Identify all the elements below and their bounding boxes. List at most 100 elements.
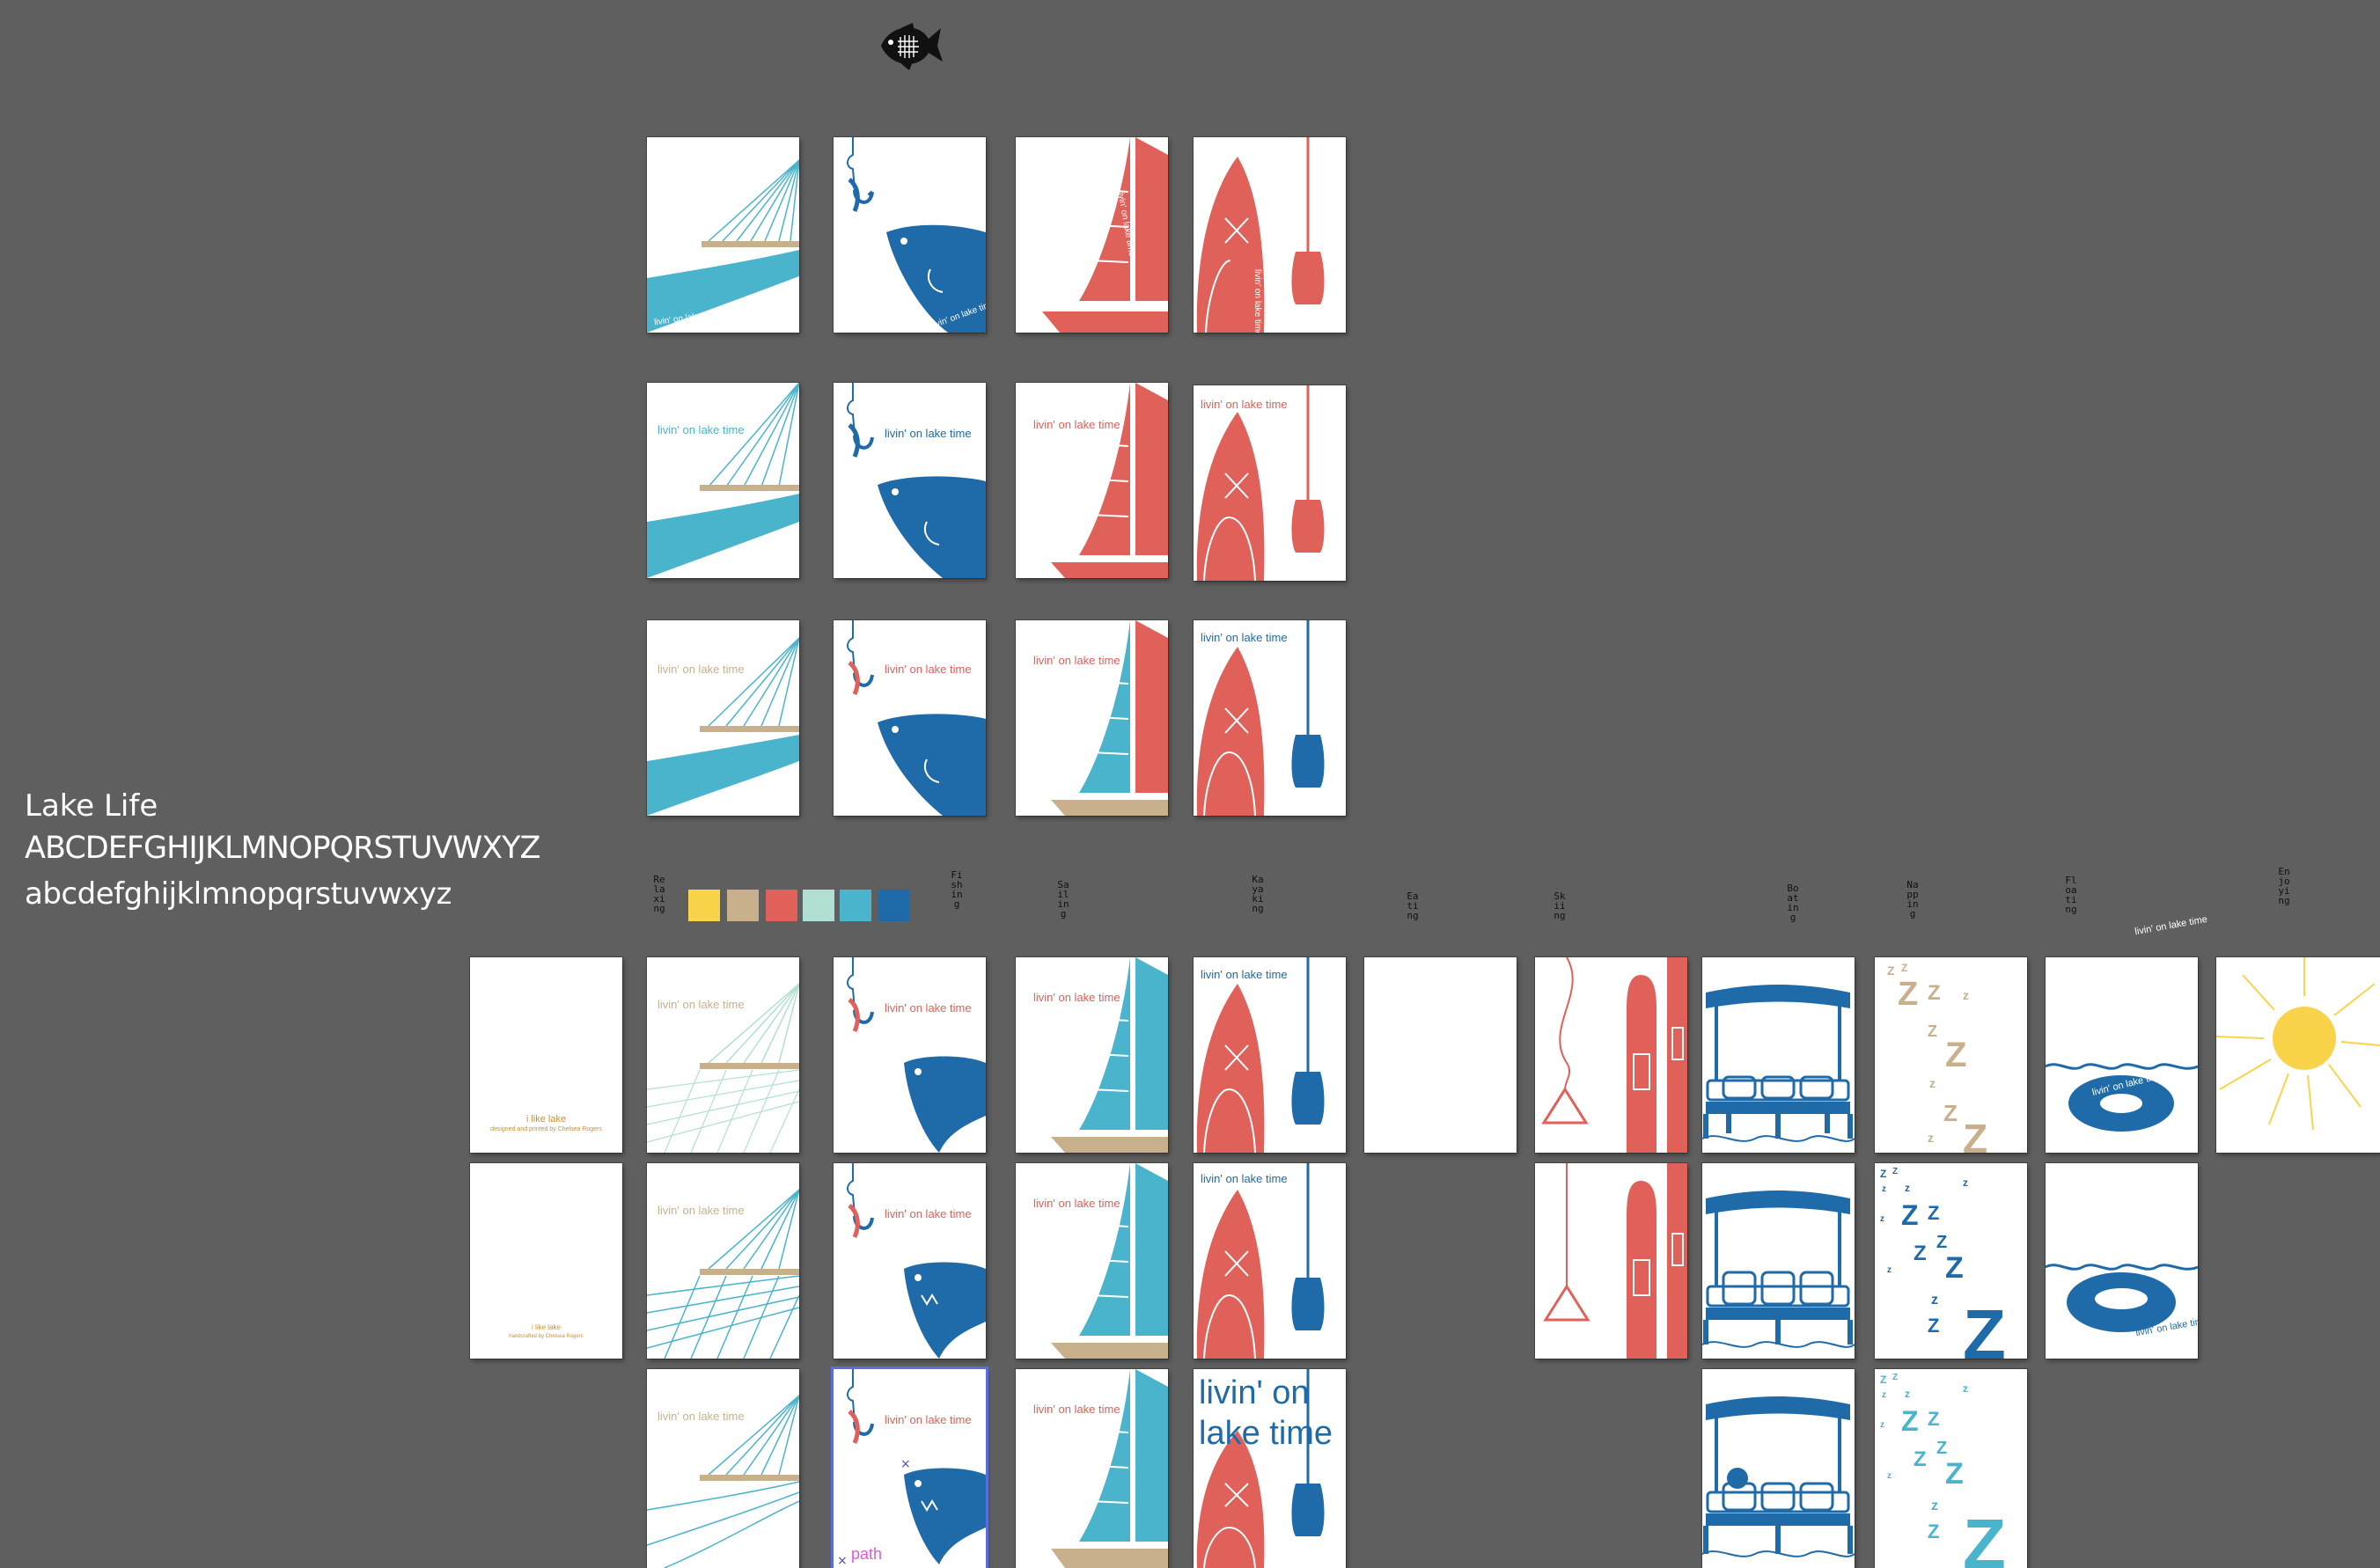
sailboat-art (1042, 137, 1168, 333)
swatch-yellow[interactable] (688, 890, 720, 921)
card-tagline: livin' on lake time (1033, 991, 1120, 1004)
pontoon-boat-art (1702, 985, 1855, 1142)
svg-text:Z: Z (1963, 1505, 2006, 1568)
card-sailing-v6[interactable]: livin' on lake time (1016, 1369, 1168, 1568)
card-tagline: livin' on lake time (885, 1001, 972, 1015)
card-fishing-v3[interactable]: livin' on lake time (834, 620, 986, 816)
svg-text:Z: Z (1928, 1202, 1939, 1224)
svg-text:Z: Z (1963, 1295, 2006, 1359)
sailboat-art (1051, 1369, 1168, 1568)
card-sailing-v5[interactable]: livin' on lake time (1016, 1163, 1168, 1359)
svg-text:z: z (1928, 1131, 1934, 1145)
kayak-paddle-art (1196, 620, 1325, 816)
card-relaxing-v5[interactable]: livin' on lake time (647, 1163, 799, 1359)
card-relaxing-v3[interactable]: livin' on lake time (647, 620, 799, 816)
card-tagline: livin' on lake time (1033, 418, 1120, 431)
svg-text:Z: Z (1880, 1374, 1886, 1386)
label-floating: Floating (2065, 875, 2077, 915)
card-eating-blank[interactable] (1364, 957, 1517, 1153)
card-tagline: livin' on lake time (885, 1413, 972, 1426)
swatch-teal[interactable] (840, 890, 871, 921)
card-floating-v1[interactable]: livin' on lake time (2046, 957, 2198, 1153)
swatch-blue[interactable] (878, 890, 910, 921)
card-skiing-v2[interactable] (1535, 1163, 1687, 1359)
svg-text:z: z (1963, 1176, 1968, 1189)
fish-hook-art (847, 957, 986, 1153)
card-relaxing-v4[interactable]: livin' on lake time (647, 957, 799, 1153)
kayak-paddle-art (1196, 385, 1325, 581)
path-anchor-icon[interactable]: × (837, 1554, 848, 1568)
card-relaxing-v1[interactable]: livin' on lake time (647, 137, 799, 333)
pontoon-boat-art (1702, 1191, 1855, 1348)
svg-text:z: z (1887, 1265, 1892, 1275)
card-tagline: livin' on lake time (1033, 1197, 1120, 1210)
card-skiing-v1[interactable] (1535, 957, 1687, 1153)
card-floating-v2[interactable]: livin' on lake time (2046, 1163, 2198, 1359)
card-boating-v1[interactable] (1702, 957, 1855, 1153)
card-tagline: livin' on lake time (657, 663, 745, 676)
svg-text:Z: Z (1928, 1408, 1939, 1430)
fish-hook-art (847, 1163, 986, 1359)
svg-text:Z: Z (1901, 1199, 1919, 1231)
card-tagline: livin' on lake time (657, 1204, 745, 1217)
hammock-art (647, 383, 799, 578)
svg-text:Z: Z (1943, 1100, 1958, 1126)
hammock-art (647, 983, 799, 1153)
svg-text:z: z (1887, 1471, 1892, 1481)
card-kayaking-v1[interactable]: livin' on lake time (1194, 137, 1346, 333)
card-tagline: livin' on lake time (1033, 654, 1120, 667)
card-fishing-v1[interactable]: livin' on lake time (834, 137, 986, 333)
card-kayaking-v3[interactable]: livin' on lake time (1194, 620, 1346, 816)
card-back-v2[interactable]: i like lake handcrafted by Chelsea Roger… (470, 1163, 622, 1359)
card-back-v1[interactable]: i like lake designed and printed by Chel… (470, 957, 622, 1153)
swatch-mint[interactable] (803, 890, 834, 921)
swatch-coral[interactable] (766, 890, 797, 921)
card-boating-v2[interactable] (1702, 1163, 1855, 1359)
back-credit: designed and printed by Chelsea Rogers (490, 1126, 602, 1132)
card-tagline: livin' on lake time (885, 427, 972, 440)
label-boating: Boating (1787, 883, 1799, 923)
card-boating-v3[interactable] (1702, 1369, 1855, 1568)
card-kayaking-v4[interactable]: livin' on lake time (1194, 957, 1346, 1153)
card-relaxing-v2[interactable]: livin' on lake time (647, 383, 799, 578)
fish-hook-art (847, 383, 986, 578)
card-fishing-v5[interactable]: livin' on lake time (834, 1163, 986, 1359)
card-sailing-v1[interactable]: livin' on lake time (1016, 137, 1168, 333)
path-anchor-icon[interactable]: × (900, 1457, 911, 1471)
card-fishing-v4[interactable]: livin' on lake time (834, 957, 986, 1153)
svg-text:Z: Z (1963, 1116, 1987, 1153)
back-credit: handcrafted by Chelsea Rogers (509, 1334, 584, 1339)
card-kayaking-v2[interactable]: livin' on lake time (1194, 385, 1346, 581)
svg-text:z: z (1929, 1076, 1936, 1090)
card-fishing-v6-selected[interactable]: livin' on lake time × × path (834, 1369, 986, 1568)
card-sailing-v2[interactable]: livin' on lake time (1016, 383, 1168, 578)
card-kayaking-v5[interactable]: livin' on lake time (1194, 1163, 1346, 1359)
fish-hook-art (847, 1369, 986, 1564)
svg-text:Z: Z (1928, 1022, 1937, 1040)
card-tagline: livin' on lake time (657, 1410, 745, 1423)
svg-text:z: z (1931, 1293, 1938, 1308)
card-sailing-v3[interactable]: livin' on lake time (1016, 620, 1168, 816)
card-sailing-v4[interactable]: livin' on lake time (1016, 957, 1168, 1153)
pontoon-boat-art (1702, 1396, 1855, 1557)
label-enjoying: Enjoying (2278, 866, 2290, 906)
swatch-tan[interactable] (727, 890, 759, 921)
label-skiing: Skiing (1554, 890, 1566, 921)
svg-text:Z: Z (1936, 1233, 1947, 1252)
sailboat-art (1051, 620, 1168, 816)
label-kayaking: Kayaking (1252, 874, 1264, 914)
card-fishing-v2[interactable]: livin' on lake time (834, 383, 986, 578)
card-kayaking-v6[interactable]: livin' on lake time (1194, 1369, 1346, 1568)
card-relaxing-v6[interactable]: livin' on lake time (647, 1369, 799, 1568)
kayak-paddle-art (1196, 1163, 1325, 1359)
inner-tube-art (2046, 1264, 2198, 1332)
svg-text:Z: Z (1936, 1439, 1947, 1458)
card-enjoying-v1[interactable] (2216, 957, 2380, 1153)
font-lowercase-sample: abcdefghijklmnopqrstuvwxyz (25, 876, 452, 912)
